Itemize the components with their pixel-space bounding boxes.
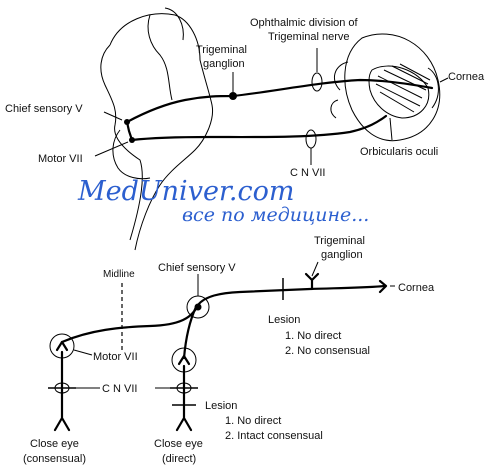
bottom-schematic: Trigeminal ganglion Chief sensory V Midl…: [23, 235, 435, 465]
pons-outline: [112, 129, 151, 180]
eye-globe: [344, 33, 441, 142]
leader-motor: [94, 141, 129, 157]
lid-curve: [330, 61, 349, 119]
label-chief-sensory-bottom: Chief sensory V: [158, 262, 236, 274]
left-facial-axon: [53, 350, 71, 432]
cerebellum-outline: [147, 7, 184, 101]
label-lesion-top-2: 2. No consensual: [285, 345, 370, 357]
brainstem-outline: [100, 13, 214, 251]
chief-sensory-nucleus-core: [194, 303, 202, 311]
label-cornea-top: Cornea: [448, 71, 485, 83]
label-trigeminal-ganglion-2: ganglion: [203, 58, 245, 70]
label-midline: Midline: [103, 269, 135, 280]
ophthalmic-marker: [311, 72, 323, 92]
motor-nucleus-left-core: [55, 340, 69, 352]
motor-nucleus: [129, 137, 135, 143]
orbicularis-muscle: [368, 65, 430, 119]
label-ophthalmic-2: Trigeminal nerve: [268, 31, 350, 43]
label-orbicularis: Orbicularis oculi: [360, 146, 438, 158]
right-facial-axon: [175, 364, 193, 432]
cornea-terminal: [378, 279, 388, 294]
label-cornea-bottom: Cornea: [398, 282, 435, 294]
leader-motor-bottom: [73, 349, 93, 356]
leader-cornea: [439, 77, 449, 83]
label-lesion-bottom: Lesion: [205, 400, 237, 412]
top-anatomy-drawing: Ophthalmic division of Trigeminal nerve …: [5, 7, 485, 251]
chief-sensory-nucleus: [124, 119, 130, 125]
bottom-sensory-nerve: [196, 284, 387, 307]
label-trigeminal-ganglion-1: Trigeminal: [196, 44, 247, 56]
trigeminal-sensory-nerve: [125, 78, 434, 124]
label-chief-sensory-top: Chief sensory V: [5, 103, 83, 115]
motor-nucleus-right-core: [177, 354, 191, 366]
trigeminal-ganglion-dot: [229, 92, 237, 100]
leader-ganglion-bottom: [311, 261, 319, 277]
label-close-eye-left-1: Close eye: [30, 438, 79, 450]
label-lesion-top-1: 1. No direct: [285, 330, 341, 342]
watermark-site: MedUniver.com: [77, 176, 294, 207]
label-ophthalmic-1: Ophthalmic division of: [250, 17, 359, 29]
label-close-eye-left-2: (consensual): [23, 453, 86, 465]
watermark-tagline: все по медицине...: [182, 204, 369, 226]
facial-motor-nerve: [130, 114, 388, 142]
label-close-eye-right-2: (direct): [162, 453, 196, 465]
label-lesion-top: Lesion: [268, 314, 300, 326]
interneuron: [125, 120, 134, 142]
label-motor-top: Motor VII: [38, 153, 83, 165]
cn7-marker-top: [305, 129, 317, 149]
label-cn7-top: C N VII: [290, 167, 325, 179]
label-cn7-bottom: C N VII: [102, 383, 137, 395]
crossing-interneuron: [60, 303, 200, 344]
label-trigeminal-ganglion-bottom-2: ganglion: [321, 249, 363, 261]
label-lesion-bottom-1: 1. No direct: [225, 415, 281, 427]
label-close-eye-right-1: Close eye: [154, 438, 203, 450]
watermark: MedUniver.com все по медицине...: [77, 176, 369, 226]
leader-chief-sensory: [103, 111, 123, 121]
orbicularis-fibers: [375, 63, 431, 113]
label-motor-bottom: Motor VII: [93, 351, 138, 363]
cornea-surface: [427, 67, 439, 109]
label-lesion-bottom-2: 2. Intact consensual: [225, 430, 323, 442]
label-trigeminal-ganglion-bottom-1: Trigeminal: [314, 235, 365, 247]
ganglion-stalk: [304, 272, 320, 291]
leader-orbicularis: [389, 117, 393, 141]
ipsilateral-interneuron: [182, 305, 198, 360]
